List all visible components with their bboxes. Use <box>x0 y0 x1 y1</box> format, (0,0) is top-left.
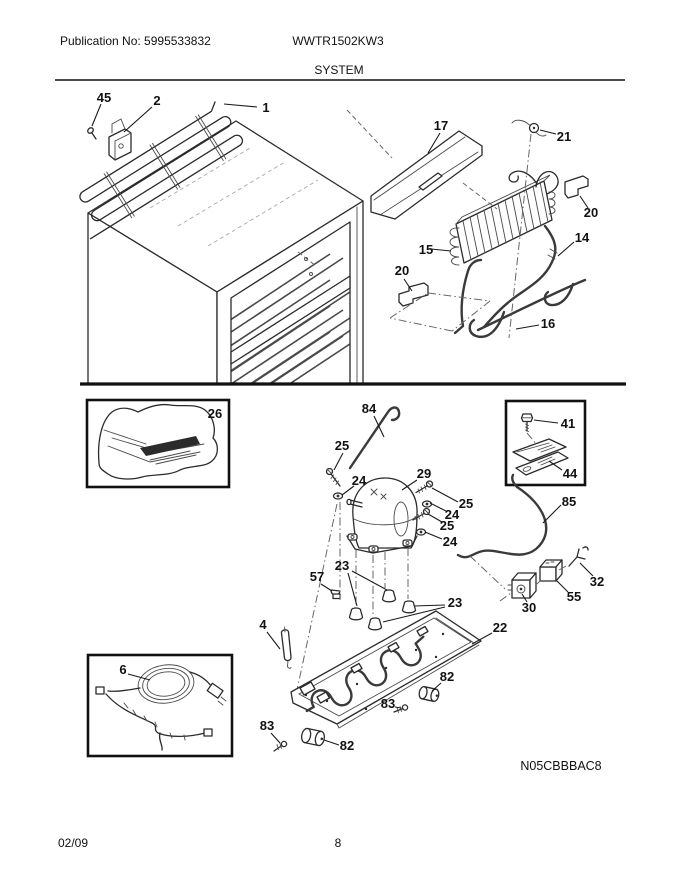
callout-20-right: 20 <box>584 205 598 220</box>
callout-82-left: 82 <box>340 738 354 753</box>
screw-83-left-drawing <box>273 740 288 752</box>
footer-page-number: 8 <box>335 836 342 850</box>
screw-25-bottom-right-drawing <box>412 507 431 521</box>
construction-lines-top <box>346 109 532 339</box>
base-pan-drawing <box>290 610 482 729</box>
callout-15: 15 <box>419 242 433 257</box>
washer-24-top-right-drawing <box>421 500 433 508</box>
callout-29: 29 <box>417 466 431 481</box>
inset-box-bracket <box>504 399 587 487</box>
callout-26: 26 <box>208 406 222 421</box>
callout-85: 85 <box>562 494 576 509</box>
inset-box-drain-pan: 26 <box>85 398 231 489</box>
callout-25-top-right: 25 <box>459 496 473 511</box>
clip-21-drawing <box>511 119 547 137</box>
callout-24-bottom-right: 24 <box>443 534 458 549</box>
callout-21: 21 <box>557 129 571 144</box>
callout-17: 17 <box>434 118 448 133</box>
callout-45: 45 <box>97 90 111 105</box>
callout-14: 14 <box>575 230 590 245</box>
leader-lines-top <box>91 103 589 330</box>
callout-4: 4 <box>259 617 267 632</box>
construction-lines-bottom <box>296 502 409 691</box>
callout-20-left: 20 <box>395 263 409 278</box>
callout-1: 1 <box>262 100 269 115</box>
bottom-section-drawing: 26 <box>85 398 604 758</box>
clip-32-drawing <box>568 546 589 567</box>
grommets-drawing <box>348 589 417 631</box>
leader-lines-bottom <box>266 415 594 746</box>
washer-24-bottom-right-drawing <box>415 528 427 536</box>
diagram-code: N05CBBBAC8 <box>520 759 601 773</box>
clip-20-left-drawing <box>398 282 429 307</box>
roller-left-drawing <box>300 727 326 747</box>
callout-22: 22 <box>493 620 507 635</box>
construction-lines-relay <box>469 555 569 602</box>
cabinet-drawing <box>87 120 364 385</box>
callout-16: 16 <box>541 316 555 331</box>
clip-20-right-drawing <box>564 175 589 199</box>
screw-45-drawing <box>87 127 97 140</box>
callout-57: 57 <box>310 569 324 584</box>
capacitor-drawing <box>539 559 563 582</box>
callout-23-right: 23 <box>448 595 462 610</box>
section-title: SYSTEM <box>314 63 363 77</box>
tube-85-drawing <box>456 473 548 559</box>
tubes-16-drawing <box>453 258 587 339</box>
mounting-bracket-drawing <box>108 118 132 161</box>
clip-57-drawing <box>330 589 341 600</box>
callout-83-right: 83 <box>381 696 395 711</box>
roller-right-drawing <box>418 685 440 703</box>
screw-83-right-drawing <box>393 704 409 713</box>
screw-25-left-drawing <box>325 467 341 487</box>
condenser-coil-drawing <box>79 101 244 240</box>
rear-cover-panel-drawing <box>370 130 483 220</box>
callout-6: 6 <box>119 662 126 677</box>
callout-32: 32 <box>590 574 604 589</box>
callout-2: 2 <box>153 93 160 108</box>
relay-drawing <box>507 572 537 599</box>
screw-25-top-right-drawing <box>415 480 434 494</box>
callout-83-left: 83 <box>260 718 274 733</box>
callout-25-bottom-right: 25 <box>440 518 454 533</box>
compressor-drawing <box>346 477 418 554</box>
top-section-drawing: 45 2 1 17 21 20 15 14 20 16 <box>79 90 598 385</box>
callout-84: 84 <box>362 401 377 416</box>
callout-30: 30 <box>522 600 536 615</box>
model-number: WWTR1502KW3 <box>292 34 384 48</box>
callout-41: 41 <box>561 416 575 431</box>
callout-25-left: 25 <box>335 438 349 453</box>
publication-number: Publication No: 5995533832 <box>60 34 211 48</box>
evaporator-drawing <box>449 170 559 266</box>
drier-capsule-drawing <box>280 626 292 669</box>
footer-date: 02/09 <box>58 836 88 850</box>
washer-24-left-drawing <box>332 492 344 500</box>
callout-55: 55 <box>567 589 581 604</box>
tube-84-drawing <box>348 406 401 470</box>
callout-23-left: 23 <box>335 558 349 573</box>
callout-24-left: 24 <box>352 473 367 488</box>
callout-44: 44 <box>563 466 578 481</box>
tube-14-drawing <box>482 224 558 329</box>
inset-box-power-cord: 6 <box>86 653 234 758</box>
callout-24-top-right: 24 <box>445 507 460 522</box>
callout-82-right: 82 <box>440 669 454 684</box>
